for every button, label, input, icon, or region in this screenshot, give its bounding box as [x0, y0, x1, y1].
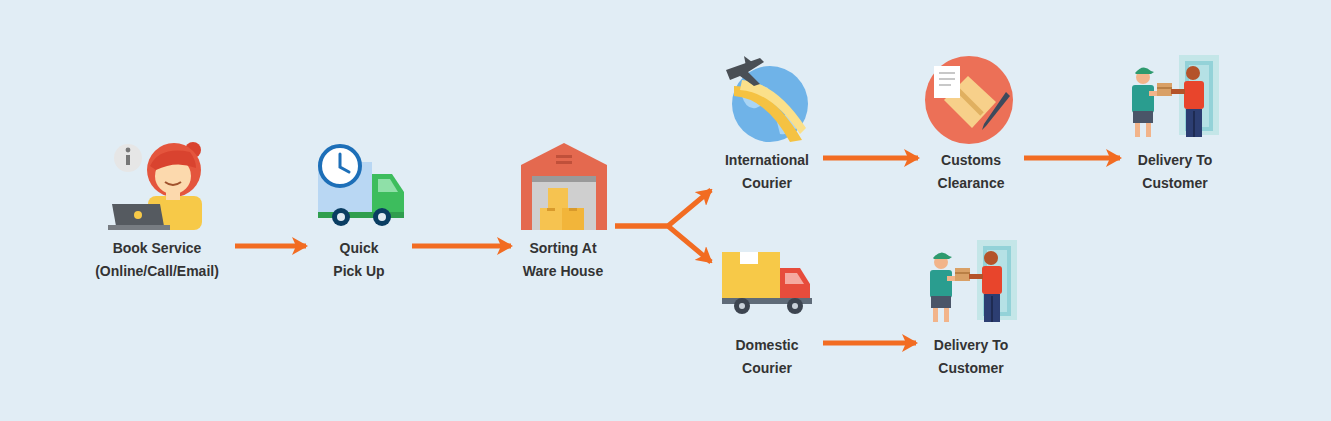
flow-arrow	[412, 244, 511, 249]
step-node: Delivery To Customer	[919, 238, 1023, 384]
domestic-truck-icon	[722, 252, 812, 314]
step-node: Sorting At Ware House	[514, 141, 612, 287]
flow-arrow	[823, 341, 916, 346]
step-node: International Courier	[714, 53, 820, 199]
flow-arrow	[615, 190, 711, 226]
step-node: Book Service (Online/Call/Email)	[82, 137, 232, 287]
flow-arrow	[1024, 156, 1120, 161]
step-label: International Courier	[718, 149, 816, 195]
step-node: Customs Clearance	[921, 53, 1021, 199]
step-label: Delivery To Customer	[931, 334, 1011, 380]
pickup-truck-icon	[318, 146, 404, 226]
customs-icon	[925, 56, 1013, 144]
agent-icon	[108, 142, 202, 230]
step-label: Sorting At Ware House	[519, 237, 607, 283]
step-node: Delivery To Customer	[1123, 53, 1227, 199]
step-label: Domestic Courier	[718, 334, 816, 380]
flow-arrow	[615, 226, 711, 262]
warehouse-icon	[521, 143, 607, 230]
flow-arrow	[235, 244, 306, 249]
step-label: Quick Pick Up	[329, 237, 389, 283]
delivery-icon	[1132, 55, 1219, 137]
globe-plane-icon	[726, 56, 808, 142]
step-label: Customs Clearance	[930, 149, 1012, 195]
delivery-icon	[930, 240, 1017, 322]
step-label: Delivery To Customer	[1135, 149, 1215, 195]
step-label: Book Service (Online/Call/Email)	[86, 237, 228, 283]
step-node: Domestic Courier	[714, 244, 820, 384]
flow-arrow	[823, 156, 918, 161]
step-node: Quick Pick Up	[309, 141, 409, 287]
